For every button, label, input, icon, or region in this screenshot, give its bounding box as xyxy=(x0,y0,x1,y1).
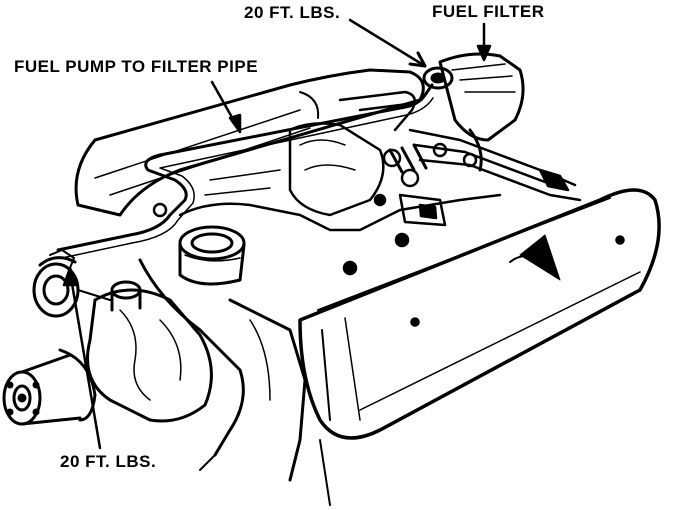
engine-intake xyxy=(152,122,502,276)
leader-arrow-fuel-filter xyxy=(476,22,492,62)
leader-arrow-torque-top xyxy=(348,18,427,68)
fuel-filter-body xyxy=(422,52,525,172)
left-valve-cover xyxy=(74,68,425,217)
fuel-pipe-label: FUEL PUMP TO FILTER PIPE xyxy=(14,57,259,76)
water-pump-housing xyxy=(86,280,213,423)
oil-filler-cap xyxy=(178,225,246,286)
leader-arrow-pipe xyxy=(210,80,242,134)
torque-label-bottom: 20 FT. LBS. xyxy=(60,452,157,471)
fuel-pump xyxy=(32,249,111,318)
pulley-hub xyxy=(2,348,97,426)
right-valve-cover xyxy=(298,188,661,440)
fuel-filter-label: FUEL FILTER xyxy=(432,2,545,21)
leader-arrow-torque-bottom xyxy=(62,266,102,450)
fuel-rails xyxy=(338,90,582,202)
torque-label-top: 20 FT. LBS. xyxy=(244,3,341,22)
engine-block-lower xyxy=(138,258,331,506)
fuel-pump-to-filter-pipe xyxy=(56,83,434,259)
